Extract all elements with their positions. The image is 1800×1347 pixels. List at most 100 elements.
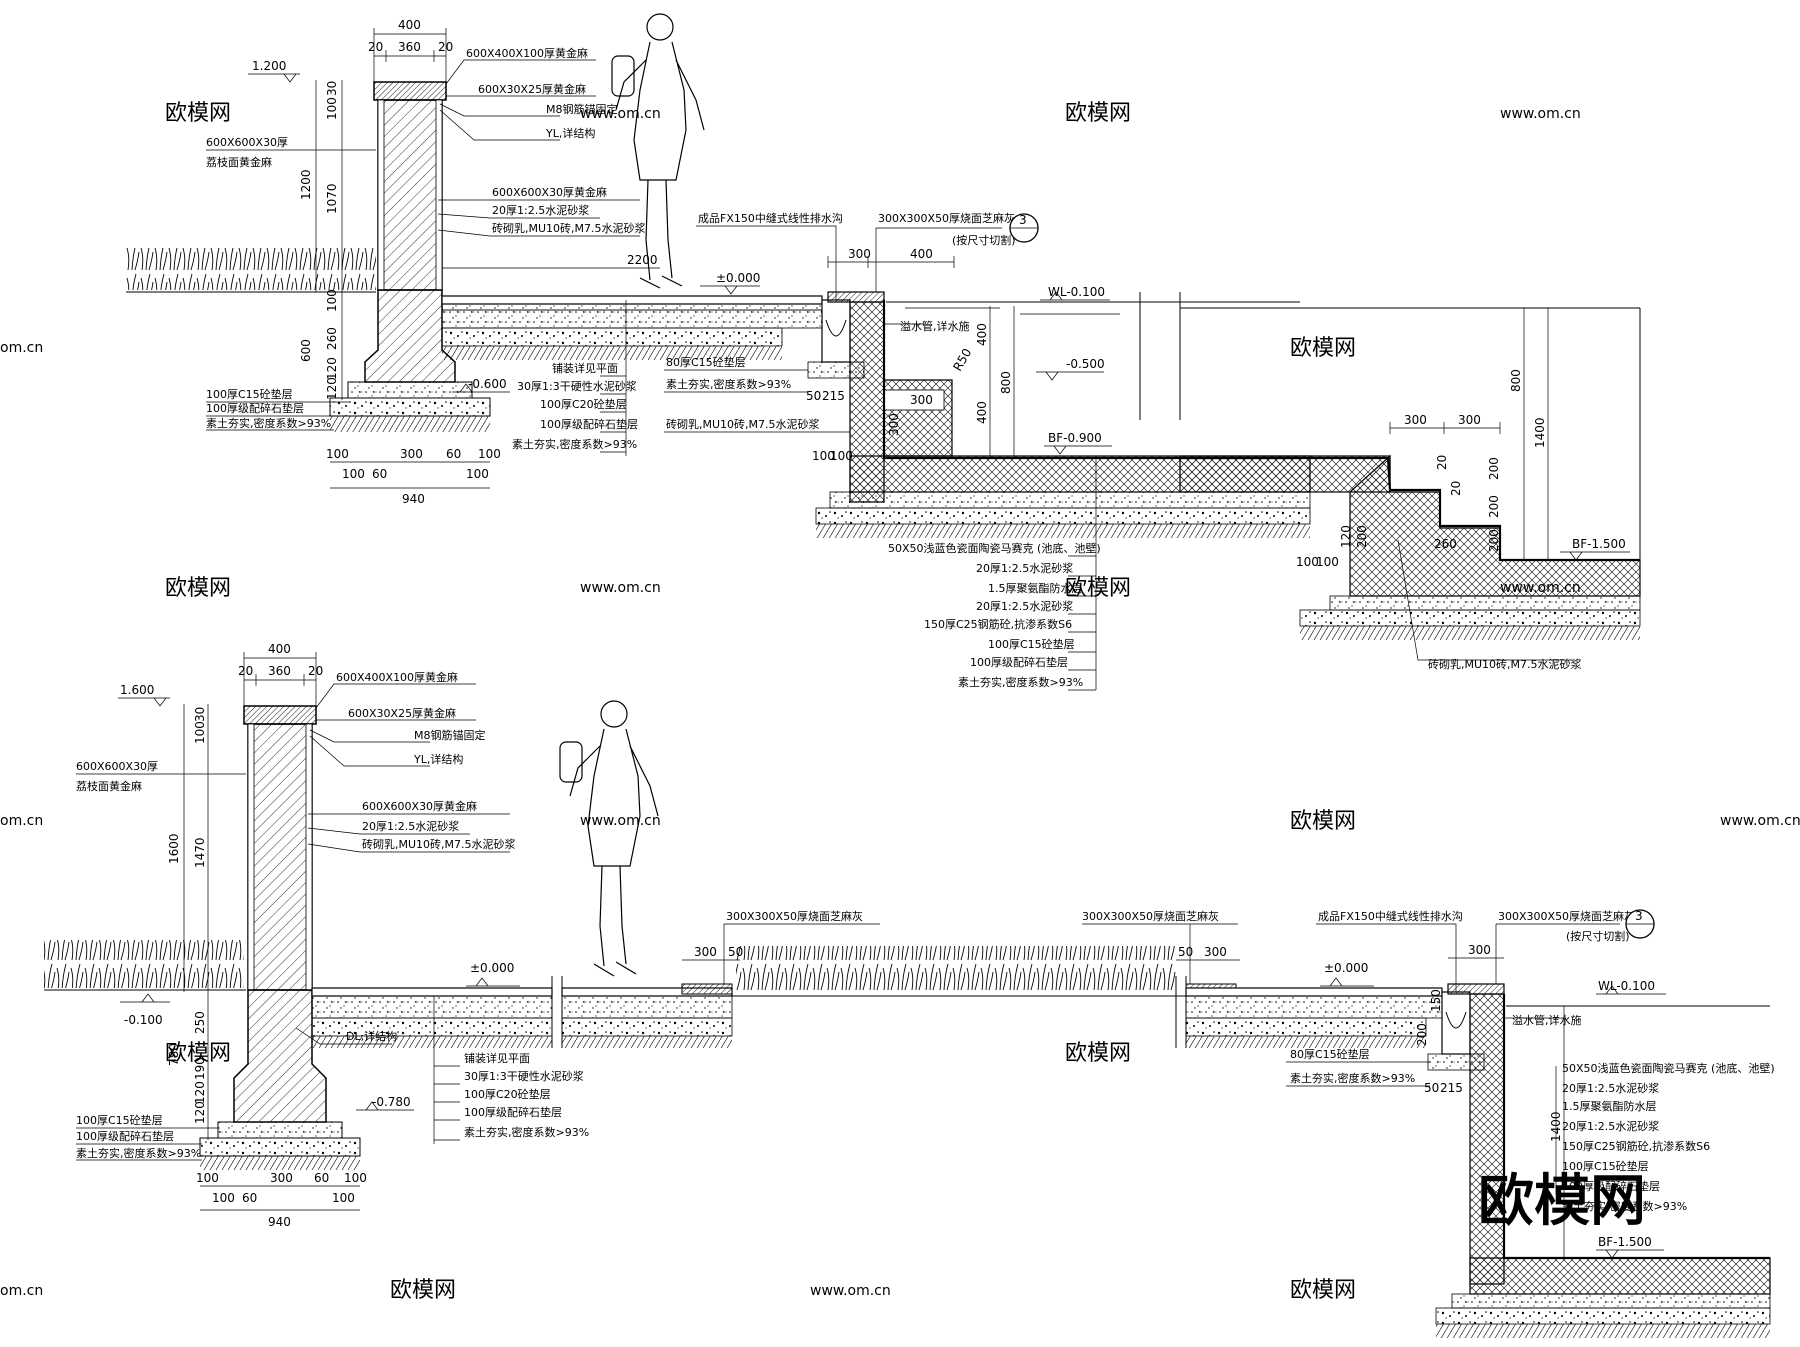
edge-dim-300: 300: [848, 247, 871, 261]
pool-base-concrete: [829, 491, 1311, 509]
watermark-text: 欧模网: [165, 576, 231, 601]
leaders-drain-sub-b: [1286, 1061, 1430, 1087]
wall-label-6-b: 20厚1:2.5水泥砂浆: [362, 819, 459, 833]
pool-base-soil-b: [1436, 1324, 1770, 1338]
vdim-600: 600: [299, 339, 313, 362]
hdim-edge: [827, 256, 955, 268]
edge-dim-400: 400: [910, 247, 933, 261]
wall-label-4-b: YL,详结构: [413, 752, 463, 766]
elev-mark-pool-bottom: [1044, 445, 1112, 455]
dim-wall-left-b: 20: [238, 664, 253, 678]
paving-left-soil: [312, 1036, 552, 1048]
wall-label-5: 600X600X30厚黄金麻: [492, 185, 607, 199]
paving-label-4-b: 100厚级配碎石垫层: [464, 1105, 562, 1119]
step-dim-20a: 20: [1435, 455, 1449, 470]
step-dim-20b: 20: [1449, 481, 1463, 496]
paving-finish: [441, 295, 823, 305]
break-bottom-left: [551, 976, 563, 1048]
wall-label-6: 20厚1:2.5水泥砂浆: [492, 203, 589, 217]
watermark-url: www.om.cn: [1500, 106, 1581, 122]
drain-channel: [821, 299, 851, 363]
steps-base-soil: [1300, 626, 1640, 640]
pool-elev-mid: -0.500: [1066, 357, 1105, 371]
step-base-100b: 100: [1316, 555, 1339, 569]
pool-layer-6: 100厚C15砼垫层: [988, 637, 1075, 651]
vdim-260: 260: [325, 327, 339, 350]
wall-label-7: 砖砌乳,MU10砖,M7.5水泥砂浆: [492, 221, 646, 235]
pool-base-dim-100b: 100: [830, 449, 853, 463]
watermark-large: 欧模网: [1478, 1169, 1646, 1234]
leader-drain: [696, 225, 837, 300]
pool-base-gravel-b: [1435, 1307, 1771, 1325]
vdim-30-b: 30: [193, 707, 207, 722]
paving-right-finish: [1185, 987, 1443, 997]
leader-drain-b: [1316, 923, 1457, 992]
watermark-text: 欧模网: [1290, 336, 1356, 361]
leader-planter-right: [1082, 923, 1238, 984]
dim-wall-right-b: 20: [308, 664, 323, 678]
pool-liner-b: [1502, 994, 1770, 1260]
vdim-1070: 1070: [325, 183, 339, 214]
drain-sub-2: 素土夯实,密度系数>93%: [666, 377, 791, 391]
pool-coping-b: [1447, 983, 1505, 995]
vdim-780-b: 780: [167, 1043, 181, 1066]
wall-label-3-b: M8钢筋锚固定: [414, 728, 486, 742]
bench-dim-300a: 300: [910, 393, 933, 407]
footing-gravel-b: [199, 1137, 361, 1157]
hdim-60a-b: 60: [242, 1191, 257, 1205]
paving-mortar: [441, 303, 823, 311]
hdim-100c: 100: [466, 467, 489, 481]
hdim-100c-b: 100: [332, 1191, 355, 1205]
paving-label-1: 铺装详见平面: [552, 361, 618, 375]
footing-concrete: [347, 381, 473, 399]
leader-step-brick: [1397, 539, 1572, 661]
leaders-pool-layers: [1068, 458, 1097, 691]
person-figure-b: [559, 700, 659, 977]
hdim-100d-b: 100: [344, 1171, 367, 1185]
step-base-120: 120: [1339, 525, 1353, 548]
elev-mark-deep: [1560, 551, 1630, 561]
dim-wall-overall: 400: [398, 18, 421, 32]
drain-dim-50: 50: [806, 389, 821, 403]
elev-bottom: -0.600: [468, 377, 507, 391]
leaders-wall: [437, 59, 640, 237]
paving-right-concrete: [1185, 995, 1443, 1019]
wall-cap-b: [243, 705, 317, 725]
pool-edge-label-b: 300X300X50厚烧面芝麻灰: [1498, 909, 1635, 923]
leaders-paving: [600, 300, 627, 456]
hdim-100d: 100: [478, 447, 501, 461]
elev-mark-mid: [1036, 371, 1104, 381]
pool-layer-3-b: 1.5厚聚氨酯防水层: [1562, 1099, 1657, 1113]
pool-base-gravel: [815, 507, 1311, 525]
wall-label-2: 600X30X25厚黄金麻: [478, 82, 586, 96]
left-label-1-b: 600X600X30厚: [76, 760, 158, 773]
vdim-190-b: 190: [193, 1057, 207, 1080]
watermark-url: www.om.cn: [580, 813, 661, 829]
drain-sub-1-b: 80厚C15砼垫层: [1290, 1047, 1370, 1061]
step-dim-200c: 200: [1487, 529, 1501, 552]
elev-mark-bottom: [452, 383, 510, 393]
pool-layer-8: 素土夯实,密度系数>93%: [958, 675, 1083, 689]
elev-mark-pool-bottom-b: [1596, 1249, 1664, 1259]
hdim-2200: 2200: [627, 253, 658, 267]
pool-layer-6-b: 100厚C15砼垫层: [1562, 1159, 1649, 1173]
edge-dim-b: 300: [1468, 943, 1491, 957]
deep-elev: BF-1.500: [1572, 537, 1626, 551]
leader-pool-edge-b: [1495, 923, 1620, 984]
drain-dim-50-b: 50: [1424, 1081, 1439, 1095]
zero-right-b: ±0.000: [1324, 961, 1368, 975]
paving-left-concrete: [311, 995, 553, 1019]
planter-left-dim-50: 50: [728, 945, 743, 959]
planter-plants: [736, 946, 1176, 990]
planter-left-dim-300: 300: [694, 945, 717, 959]
planter-left-label: 300X300X50厚烧面芝麻灰: [726, 909, 863, 923]
dim-wall-middle: 360: [398, 40, 421, 54]
vdim-120b: 120: [325, 377, 339, 400]
pool-liner: [882, 300, 1300, 460]
paving-mid-soil: [562, 1036, 732, 1048]
drain-sub-1: 80厚C15砼垫层: [666, 355, 746, 369]
hdim-300-b: 300: [270, 1171, 293, 1185]
hdim-total-b: 940: [268, 1215, 291, 1229]
dim-wall-left: 20: [368, 40, 383, 54]
pool-layer-2: 20厚1:2.5水泥砂浆: [976, 561, 1073, 575]
